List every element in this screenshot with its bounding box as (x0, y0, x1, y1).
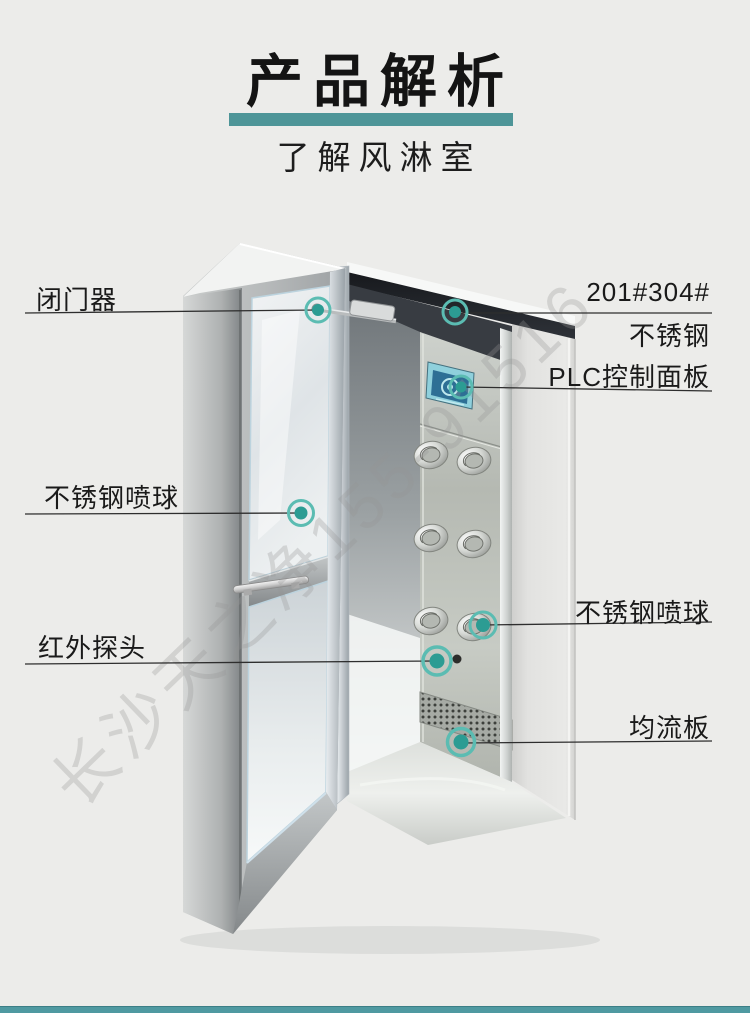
right-wall (512, 324, 575, 820)
door-handle (232, 575, 310, 596)
nozzle (413, 523, 449, 553)
page-subtitle: 了解风淋室 (276, 141, 482, 177)
title-block: 产品解析 了解风淋室 (0, 0, 750, 177)
glass-bottom-edge (246, 792, 327, 864)
door-bottom-rail (233, 792, 337, 934)
marker-plc (448, 374, 474, 400)
marker-door-closer (304, 296, 332, 324)
floor-reflection (359, 777, 506, 792)
marker-steel-grade (441, 298, 469, 326)
ground-shadow (180, 926, 600, 954)
callout-lines (24, 309, 713, 744)
top-dark-trim (347, 272, 575, 339)
marker-flow-plate (445, 726, 477, 758)
marker-infrared (421, 645, 453, 677)
glass-reflection (258, 310, 300, 540)
marker-spray-left (287, 499, 315, 527)
cabinet-top-face (347, 262, 575, 327)
label-spray-ball-right: 不锈钢喷球 (574, 598, 710, 628)
left-door (183, 243, 346, 934)
page-title: 产品解析 (246, 51, 514, 114)
label-door-closer: 闭门器 (36, 285, 118, 315)
header: 产品解析 了解风淋室 (0, 0, 750, 177)
interior-ceiling (347, 284, 512, 364)
infrared-sensor-dot (452, 654, 462, 664)
line-spray-right (482, 621, 713, 626)
bottom-accent-bar (0, 1006, 750, 1013)
line-infrared (24, 660, 438, 665)
line-flow-plate (460, 740, 713, 744)
wall-seam-highlight (419, 425, 513, 453)
label-spray-ball-left: 不锈钢喷球 (44, 483, 180, 513)
callout-markers (287, 296, 498, 758)
line-door-closer (24, 309, 319, 314)
line-plc (460, 386, 713, 392)
chamber-floor (347, 742, 566, 845)
door-top-face (183, 243, 345, 297)
line-spray-left (24, 512, 302, 515)
label-steel-grade-line2: 不锈钢 (628, 321, 710, 351)
door-outer-stile (183, 288, 242, 934)
door-top-highlight (239, 243, 346, 270)
nozzle (456, 446, 492, 476)
wall-seam (419, 423, 513, 451)
door-hinge-stile (326, 268, 345, 810)
marker-spray-right (468, 610, 498, 640)
right-jamb (500, 328, 512, 782)
rail-top-edge (248, 556, 329, 582)
title-underline-bar (229, 113, 513, 126)
label-steel-grade-line1: 201#304# (586, 277, 710, 307)
interior-left-bright-pane (347, 614, 420, 774)
label-infrared-sensor: 红外探头 (38, 633, 147, 663)
label-plc-panel: PLC控制面板 (548, 362, 710, 392)
label-flow-plate: 均流板 (628, 713, 710, 743)
nozzle (413, 440, 449, 470)
nozzle-grid (413, 440, 492, 642)
nozzle (413, 606, 449, 636)
nozzle (456, 529, 492, 559)
